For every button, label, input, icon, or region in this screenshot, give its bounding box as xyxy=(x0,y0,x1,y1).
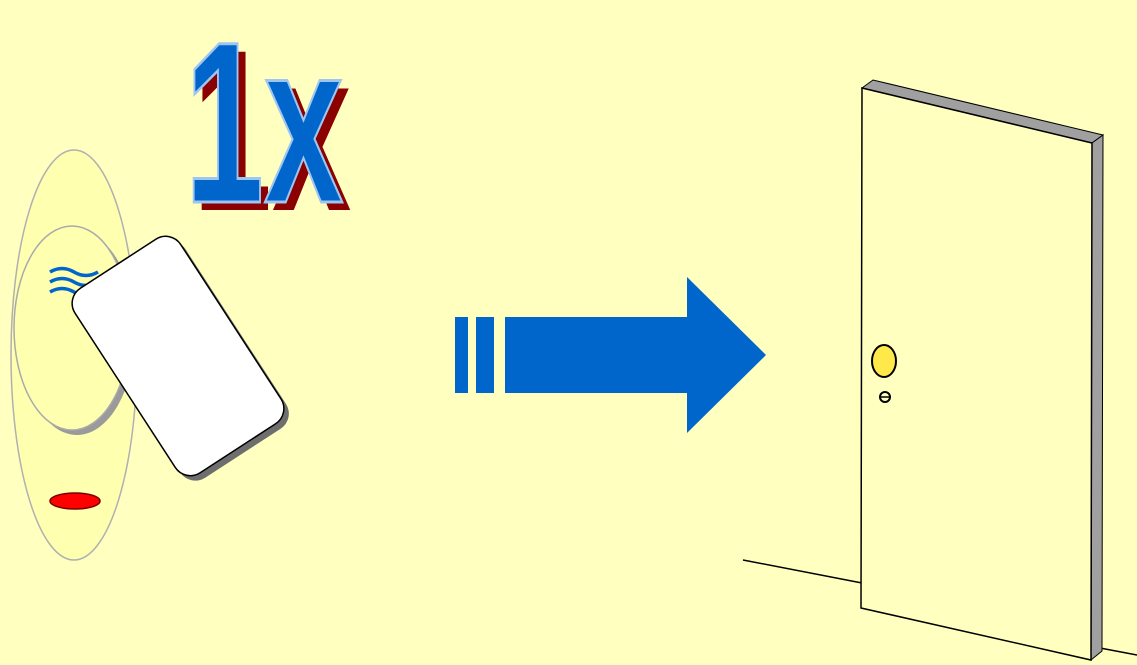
door-side-edge xyxy=(1091,135,1103,660)
arrow-stripe-2 xyxy=(476,317,494,393)
headline-text: 1x xyxy=(185,0,344,251)
right-arrow-icon xyxy=(455,277,766,433)
door-knob xyxy=(872,345,896,377)
door-icon xyxy=(743,80,1137,660)
reader-led xyxy=(50,493,100,509)
door-face xyxy=(861,88,1092,660)
arrow-stripe-1 xyxy=(455,317,468,393)
arrow-body xyxy=(505,277,766,433)
headline-1x: 1x 1x xyxy=(185,0,352,259)
